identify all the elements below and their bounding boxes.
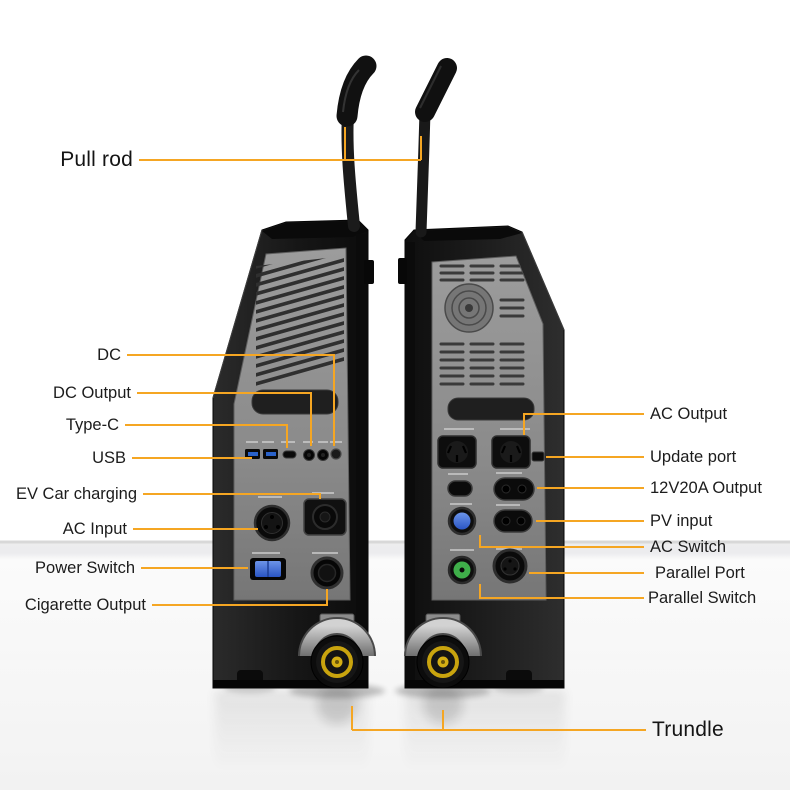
right-vent-grille (439, 264, 525, 386)
right-recess-vent (447, 397, 535, 421)
caster-wheel-right (404, 613, 482, 689)
pull-rod-left (336, 55, 377, 232)
callout-line-dc (127, 354, 335, 446)
label-parallel-port: Parallel Port (655, 564, 745, 582)
left-unit-edge-highlight (212, 229, 263, 399)
ac-outlet-row (437, 435, 545, 469)
update-port (531, 451, 545, 462)
caster-wheel-left (298, 613, 376, 689)
left-unit-side-face (356, 234, 368, 686)
power-station-left-unit (212, 55, 377, 689)
pull-rod-left-grip (336, 55, 377, 127)
right-rod-holder (398, 258, 407, 284)
left-rod-holder (364, 260, 374, 284)
floor-reflection (215, 683, 565, 772)
left-unit-base-shadow (213, 680, 368, 688)
caster-right-fork (406, 619, 480, 657)
right-unit-base-shadow (405, 680, 564, 688)
callout-line-trundle (351, 706, 646, 731)
pv-row-right (447, 506, 533, 536)
label-12v20a-output: 12V20A Output (650, 479, 762, 497)
callout-line-cigarette-output (152, 589, 328, 606)
ac-switch-cap (453, 512, 471, 530)
callout-line-pull-rod (139, 127, 422, 161)
callout-line-ac-output (523, 413, 644, 435)
ac-outlet-2-slots (500, 445, 522, 462)
dc-output-row-right (447, 477, 535, 501)
usb-port-2-tongue (266, 452, 276, 456)
label-parallel-switch: Parallel Switch (648, 589, 757, 607)
dc-output-jack-2-pin (321, 453, 325, 457)
label-pv-input: PV input (650, 512, 713, 530)
label-dc-output: DC Output (53, 384, 131, 402)
pull-rod-right-shaft (415, 106, 431, 238)
right-unit-edge-highlight (521, 231, 565, 331)
port-12v20a (493, 477, 535, 501)
label-pull-rod: Pull rod (60, 148, 133, 171)
label-cigarette-output: Cigarette Output (24, 596, 146, 614)
left-lower-port-row (250, 556, 344, 590)
left-unit-top-face (262, 221, 368, 239)
pull-rod-right-highlight (419, 65, 442, 109)
callout-line-ac-switch (479, 535, 644, 548)
right-unit-top-face (414, 227, 522, 241)
dc-on-off-button (330, 448, 342, 460)
left-small-port-row (245, 448, 342, 461)
pv-input-port (493, 509, 533, 533)
label-ac-input: AC Input (62, 520, 127, 538)
label-ac-output: AC Output (650, 405, 728, 423)
label-type-c: Type-C (65, 416, 119, 434)
callout-line-type-c (125, 424, 288, 448)
left-recess-vent (251, 389, 339, 415)
callout-line-ev-car-charging (143, 493, 321, 499)
callout-line-dc-output (137, 392, 312, 446)
ac-outlet-1-slots (446, 445, 468, 462)
pull-rod-left-highlight (342, 69, 360, 113)
callout-lines (125, 127, 646, 731)
label-ev-car-charging: EV Car charging (15, 485, 137, 503)
aux-port (447, 480, 473, 497)
type-c-port (282, 450, 297, 459)
pull-rod-left-shaft (341, 108, 360, 232)
cigarette-lighter-inner (317, 563, 337, 583)
label-update-port: Update port (650, 448, 737, 466)
callout-line-parallel-switch (479, 584, 644, 599)
parallel-row-right (447, 548, 528, 585)
label-usb: USB (92, 449, 126, 467)
label-ac-switch: AC Switch (650, 538, 727, 556)
label-power-switch: Power Switch (35, 559, 135, 577)
dc-output-jack-1-pin (307, 453, 311, 457)
label-trundle: Trundle (652, 718, 724, 741)
usb-port-1-tongue (248, 452, 258, 456)
left-mid-port-row (253, 498, 347, 542)
pull-rod-right (415, 58, 457, 238)
label-dc: DC (97, 346, 121, 364)
left-vent-grille (256, 256, 344, 387)
caster-left-fork (300, 619, 374, 657)
right-unit-side-face (405, 242, 415, 688)
pull-rod-right-grip (415, 58, 457, 122)
power-station-right-unit (398, 58, 565, 689)
